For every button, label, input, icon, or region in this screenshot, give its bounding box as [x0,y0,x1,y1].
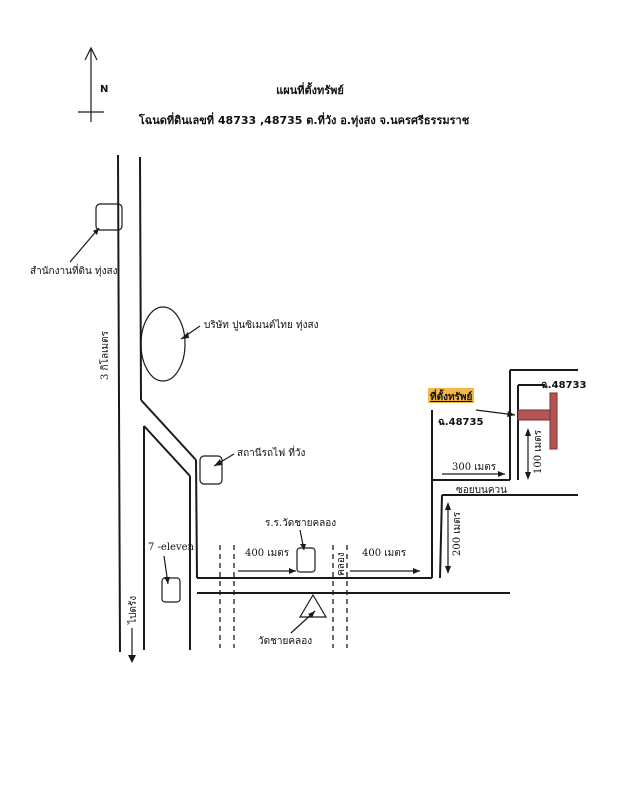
seven-eleven-marker [161,577,181,603]
railway-station-marker [199,455,223,485]
left-distance-arrowhead [289,568,296,574]
temple-arrowhead [308,611,315,618]
property-arrowhead [507,411,515,417]
land-office-arrowhead [93,228,99,235]
compass-north-icon [78,46,104,122]
plot-distance-label: 100 เมตร [533,429,544,474]
seven-eleven-arrowhead [164,577,170,584]
property-label: ที่ตั้งทรัพย์ [430,389,473,403]
school-marker [296,547,316,573]
right-distance-label: 400 เมตร [362,548,407,559]
land-office-pointer [69,227,100,263]
compass-label: N [100,84,108,95]
cement-company-marker [140,306,186,382]
railway-station-label: สถานีรถไฟ ที่วัง [237,445,306,459]
main-road-left-edge [117,154,121,653]
seven-eleven-label: 7 -eleven [148,542,195,553]
school-label: ร.ร.วัดชายคลอง [265,518,336,529]
main-road-distance-label: 3 กิโลเมตร [98,330,111,380]
up-distance-arrowhead-top [445,502,451,510]
cement-company-arrowhead [181,332,189,339]
branch-road-right-edge [439,494,443,579]
school-arrowhead [300,544,306,550]
secondary-road-right-edge-top [195,459,198,579]
land-office-marker [95,203,123,231]
parcel-48733-label: ฉ.48733 [541,380,586,391]
diagonal-road-lower-edge [143,425,191,477]
temple-label: วัดชายคลอง [258,636,312,647]
map-subtitle: โฉนดที่ดินเลขที่ 48733 ,48735 ต.ที่วัง อ… [138,112,470,128]
cement-company-label: บริษัท ปูนซิเมนต์ไทย ทุ่งสง [204,319,319,331]
direction-label: ไปตรัง [127,596,139,625]
soi-distance-label: 300 เมตร [452,462,497,473]
railway-station-arrowhead [214,459,222,466]
left-distance-label: 400 เมตร [245,548,290,559]
land-office-label: สำนักงานที่ดิน ทุ่งสง [30,263,118,277]
diagonal-road-upper-edge [140,399,197,461]
right-distance-arrowhead [413,568,420,574]
canal-label: คลอง [336,552,347,576]
parcel-48733 [549,392,558,450]
direction-arrowhead-icon [128,655,136,663]
plot-distance-arrowhead-top [525,428,531,436]
parcel-48735 [517,409,553,421]
plot-distance-arrowhead-bottom [525,472,531,480]
property-highlight [428,388,474,403]
up-distance-arrowhead-bottom [445,566,451,574]
up-distance-label: 200 เมตร [452,511,463,556]
soi-distance-arrowhead [498,471,505,477]
main-road-right-edge-upper [139,156,142,401]
temple-marker [298,593,328,618]
map-title: แผนที่ตั้งทรัพย์ [276,82,344,97]
parcel-48735-label: ฉ.48735 [438,417,483,428]
soi-label: ซอยบนควน [456,485,507,496]
